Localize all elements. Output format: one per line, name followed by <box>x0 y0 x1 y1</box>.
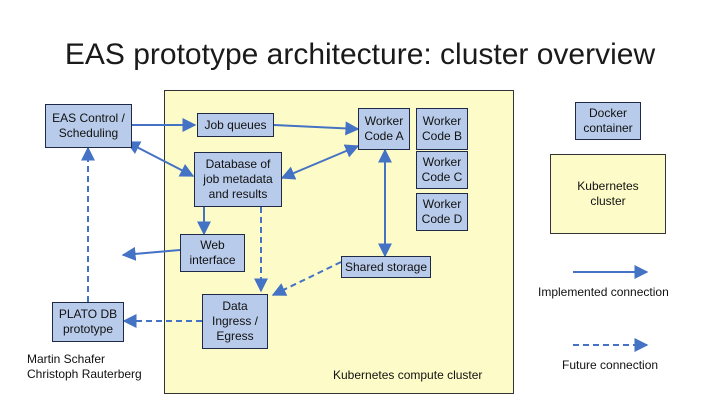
node-database: Database of job metadata and results <box>194 152 282 207</box>
edge-jobqueues-workera <box>273 121 360 136</box>
node-worker-b: Worker Code B <box>416 108 468 150</box>
authors: Martin Schafer Christoph Rauterberg <box>27 352 142 381</box>
node-eas-control: EAS Control / Scheduling <box>45 104 132 148</box>
legend-docker-container: Docker container <box>575 102 641 140</box>
edge-storage-ingress <box>271 261 342 296</box>
legend-kubernetes-cluster: Kubernetes cluster <box>550 154 666 234</box>
node-worker-d: Worker Code D <box>416 193 468 231</box>
node-worker-a: Worker Code A <box>358 108 410 150</box>
node-data-ingress: Data Ingress / Egress <box>202 294 268 349</box>
legend-implemented-label: Implemented connection <box>538 285 669 299</box>
node-job-queues: Job queues <box>197 113 274 137</box>
edge-web-out <box>121 246 181 261</box>
cluster-label: Kubernetes compute cluster <box>333 368 483 382</box>
edge-database-workera <box>280 144 360 180</box>
node-web-interface: Web interface <box>180 234 245 272</box>
node-worker-c: Worker Code C <box>416 151 468 189</box>
node-plato-db: PLATO DB prototype <box>52 302 124 342</box>
edge-eas-database <box>125 141 195 177</box>
slide-title: EAS prototype architecture: cluster over… <box>64 38 656 71</box>
node-shared-storage: Shared storage <box>341 256 431 278</box>
legend-future-label: Future connection <box>562 358 659 372</box>
